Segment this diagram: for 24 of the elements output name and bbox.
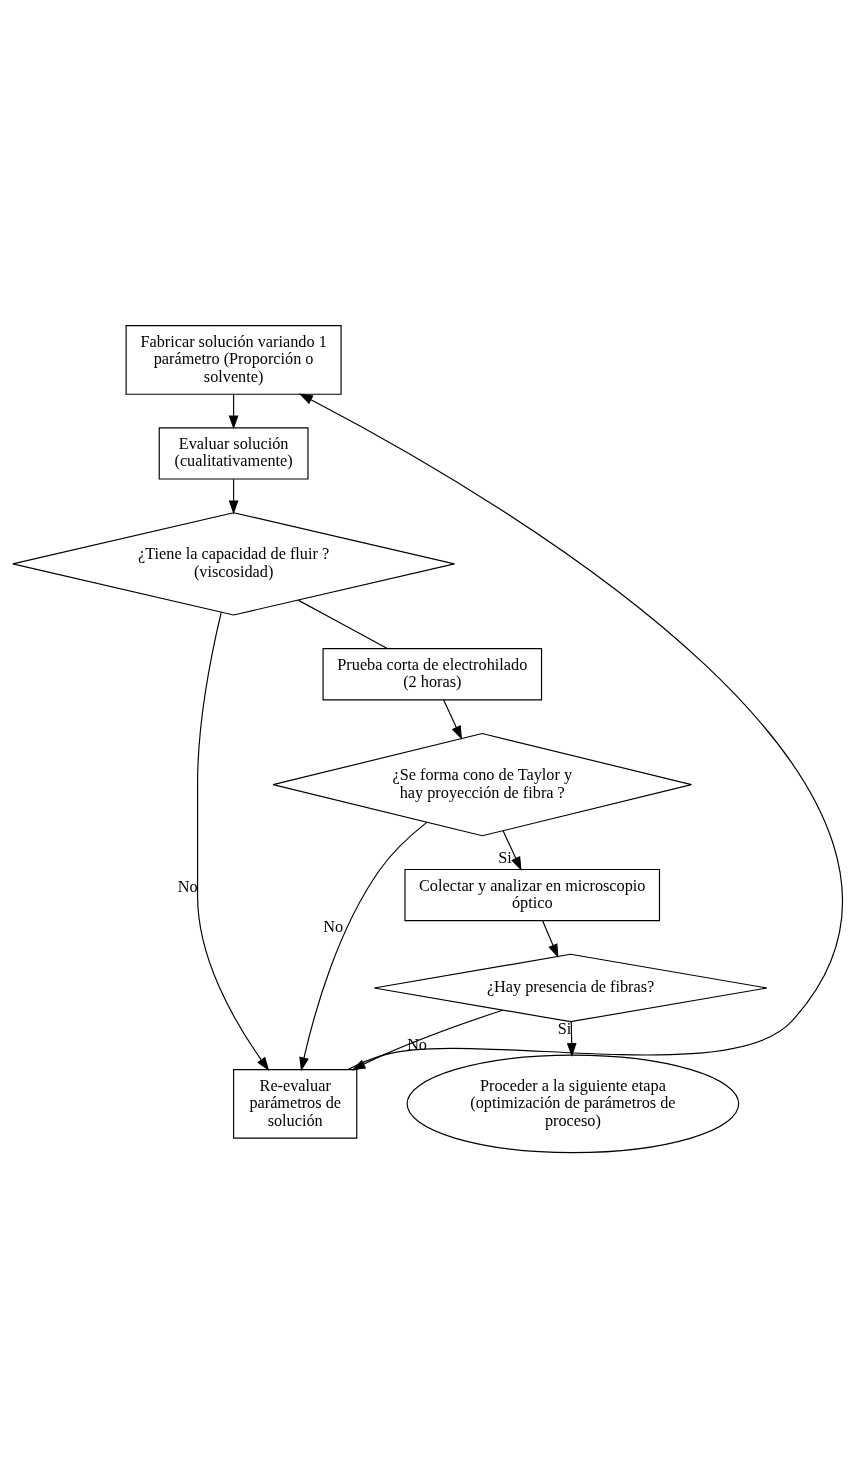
arrow xyxy=(298,393,844,1071)
arrow xyxy=(299,821,428,1072)
node-ellipse: Proceder a la siguiente etapa (optimización de parámetros de proceso) xyxy=(406,1054,740,1154)
edge-label: No xyxy=(323,918,344,937)
arrow xyxy=(197,611,270,1071)
arrow xyxy=(443,699,463,740)
arrow xyxy=(566,1021,577,1058)
node-diamond: ¿Tiene la capacidad de fluir ? (viscosidad) xyxy=(12,512,455,616)
edge-label: Si xyxy=(557,1020,572,1039)
arrow xyxy=(351,1009,504,1071)
connector xyxy=(297,599,388,650)
edge-label: No xyxy=(177,877,198,896)
node-diamond: ¿Hay presencia de fibras? xyxy=(373,953,768,1023)
arrow xyxy=(542,920,559,958)
arrow xyxy=(502,830,522,871)
arrow xyxy=(228,393,239,430)
node-box: Evaluar solución (cualitativamente) xyxy=(158,427,309,480)
node-box: Re-evaluar parámetros de solución xyxy=(233,1069,358,1139)
node-box: Colectar y analizar en microscopio óptico xyxy=(404,868,661,922)
node-box: Prueba corta de electrohilado (2 horas) xyxy=(322,648,543,701)
edge-label: Si xyxy=(498,849,512,868)
node-diamond: ¿Se forma cono de Taylor y hay proyección de fibra ? xyxy=(272,732,692,837)
node-box: Fabricar solución variando 1 parámetro (Proporción o solvente) xyxy=(125,325,342,395)
arrow xyxy=(228,478,239,515)
